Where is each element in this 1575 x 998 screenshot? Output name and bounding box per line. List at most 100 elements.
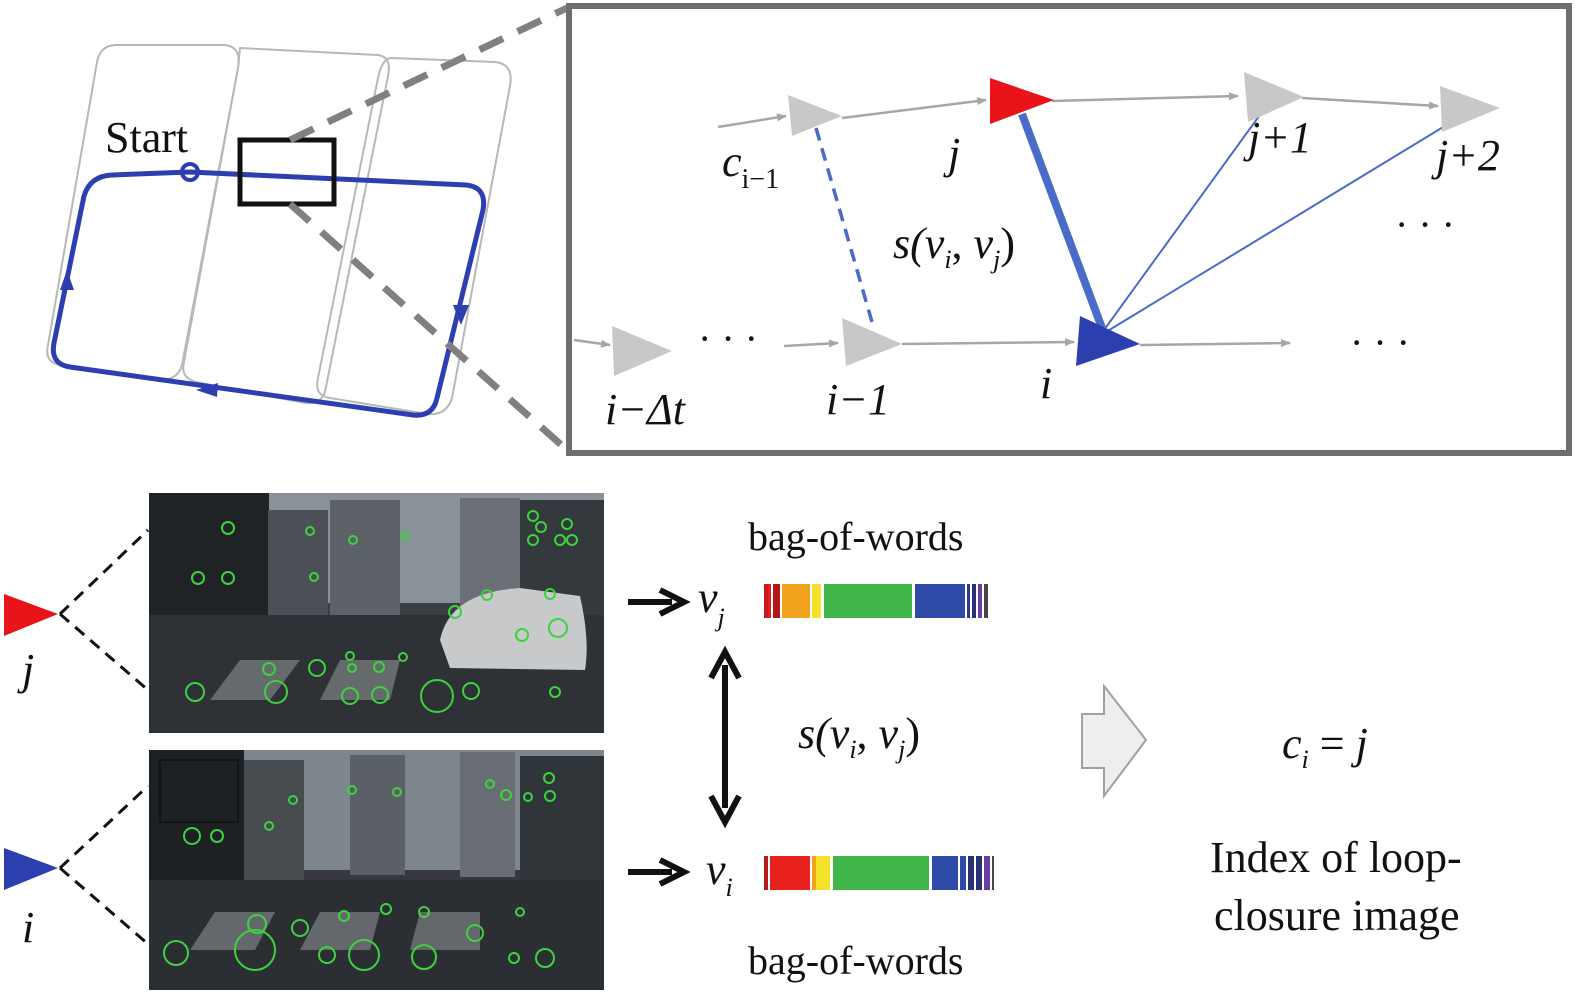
bow-segment: [966, 856, 968, 890]
edge-j1-j2: [1301, 96, 1439, 110]
feature-keypoint: [185, 682, 205, 702]
similarity-strong-edge: [1018, 112, 1106, 330]
edge-in-idt: [573, 338, 611, 348]
start-marker: [180, 162, 200, 182]
result-equation: ci = j: [1282, 719, 1368, 774]
features-j: [185, 510, 578, 713]
feature-keypoint: [411, 944, 437, 970]
bow-segment: [968, 856, 974, 890]
bow-segment: [768, 856, 770, 890]
feature-keypoint: [309, 572, 319, 582]
feature-keypoint: [420, 679, 454, 713]
feature-keypoint: [485, 779, 495, 789]
label-dots-bottom-right: · · ·: [1350, 320, 1410, 365]
bow-segment: [816, 856, 830, 890]
similarity-edge-j1: [1103, 111, 1263, 331]
road-block-middle: [182, 46, 390, 405]
street-image-i: [149, 750, 604, 990]
bow-segment: [932, 856, 958, 890]
bow-segment: [780, 584, 782, 618]
bow-segment: [773, 584, 780, 618]
feature-keypoint: [398, 652, 408, 662]
feature-keypoint: [341, 687, 359, 705]
feature-keypoint: [500, 789, 512, 801]
edge-cprev-j: [841, 97, 987, 120]
feature-keypoint: [347, 785, 357, 795]
feature-keypoint: [264, 680, 288, 704]
bow-segment: [824, 584, 912, 618]
vehicle-route: [50, 169, 487, 418]
feature-keypoint: [515, 628, 529, 642]
feature-keypoint: [548, 618, 568, 638]
result-hollow-arrow: [1081, 683, 1148, 799]
image-i-label: i: [22, 903, 34, 952]
bow-segment: [812, 584, 821, 618]
bow-segment: [771, 584, 773, 618]
feature-keypoint: [163, 940, 189, 966]
bow-segment: [970, 584, 972, 618]
feature-keypoint: [347, 663, 357, 673]
feature-keypoint: [418, 906, 430, 918]
feature-keypoint: [566, 534, 578, 546]
result-caption-line2: closure image: [1214, 891, 1460, 940]
bow-segment: [976, 584, 978, 618]
node-j: [990, 78, 1054, 124]
street-image-j: [149, 493, 604, 733]
label-i-minus-1: i−1: [826, 375, 890, 424]
bow-segment: [915, 584, 965, 618]
bow-segment: [810, 584, 812, 618]
bow-segment: [764, 856, 768, 890]
feature-keypoint: [318, 946, 336, 964]
arrow-to-vi: [628, 857, 691, 887]
label-i: i: [1040, 359, 1052, 408]
node-i-marker: [4, 848, 58, 890]
bow-segment: [972, 584, 976, 618]
feature-keypoint: [183, 827, 201, 845]
feature-keypoint: [373, 661, 385, 673]
feature-keypoint: [466, 924, 484, 942]
feature-keypoint: [535, 521, 547, 533]
road-block-left: [46, 44, 240, 382]
feature-keypoint: [523, 792, 533, 802]
label-dots-bottom-left: · · ·: [698, 316, 758, 361]
label-j2: j+2: [1431, 131, 1500, 180]
similarity-edge-j2: [1105, 117, 1459, 333]
bow-segment: [984, 584, 988, 618]
feature-keypoint: [392, 787, 402, 797]
bow-segment: [974, 856, 976, 890]
node-i-dt: [612, 326, 672, 376]
edge-j-j1: [1051, 92, 1239, 103]
feature-keypoint: [291, 919, 309, 937]
result-caption-line1: Index of loop-: [1210, 833, 1462, 882]
feature-keypoint: [264, 821, 274, 831]
graph-detail: ci−1 j j+1 j+2 · · · · · · · · · i−Δt i−…: [566, 3, 1572, 456]
bow-segment: [982, 856, 984, 890]
edge-in-cprev: [717, 113, 787, 129]
bow-segment: [782, 584, 810, 618]
zoom-region-box: [237, 137, 337, 207]
label-j1: j+1: [1243, 113, 1312, 162]
feature-keypoint: [262, 662, 276, 676]
bow-segment: [990, 856, 992, 890]
result-section: ci = j Index of loop- closure image: [1081, 683, 1462, 940]
feature-keypoint: [535, 948, 555, 968]
fan-i-top: [58, 784, 150, 870]
feature-keypoint: [348, 535, 358, 545]
node-j-marker: [4, 594, 58, 636]
feature-keypoint: [527, 510, 539, 522]
feature-keypoint: [247, 914, 267, 934]
bow-segment: [992, 856, 994, 890]
node-c-prev: [788, 95, 842, 136]
label-similarity-graph: s(vi, vj): [893, 219, 1015, 274]
feature-keypoint: [234, 929, 276, 971]
node-i: [1076, 316, 1140, 366]
feature-keypoint: [288, 795, 298, 805]
feature-keypoint: [371, 686, 389, 704]
start-label: Start: [105, 113, 188, 162]
bow-segment: [984, 856, 990, 890]
label-i-minus-dt: i−Δt: [605, 385, 687, 434]
feature-keypoint: [345, 651, 355, 661]
bow-segment: [976, 856, 982, 890]
zoom-connector-top: [288, 4, 569, 144]
